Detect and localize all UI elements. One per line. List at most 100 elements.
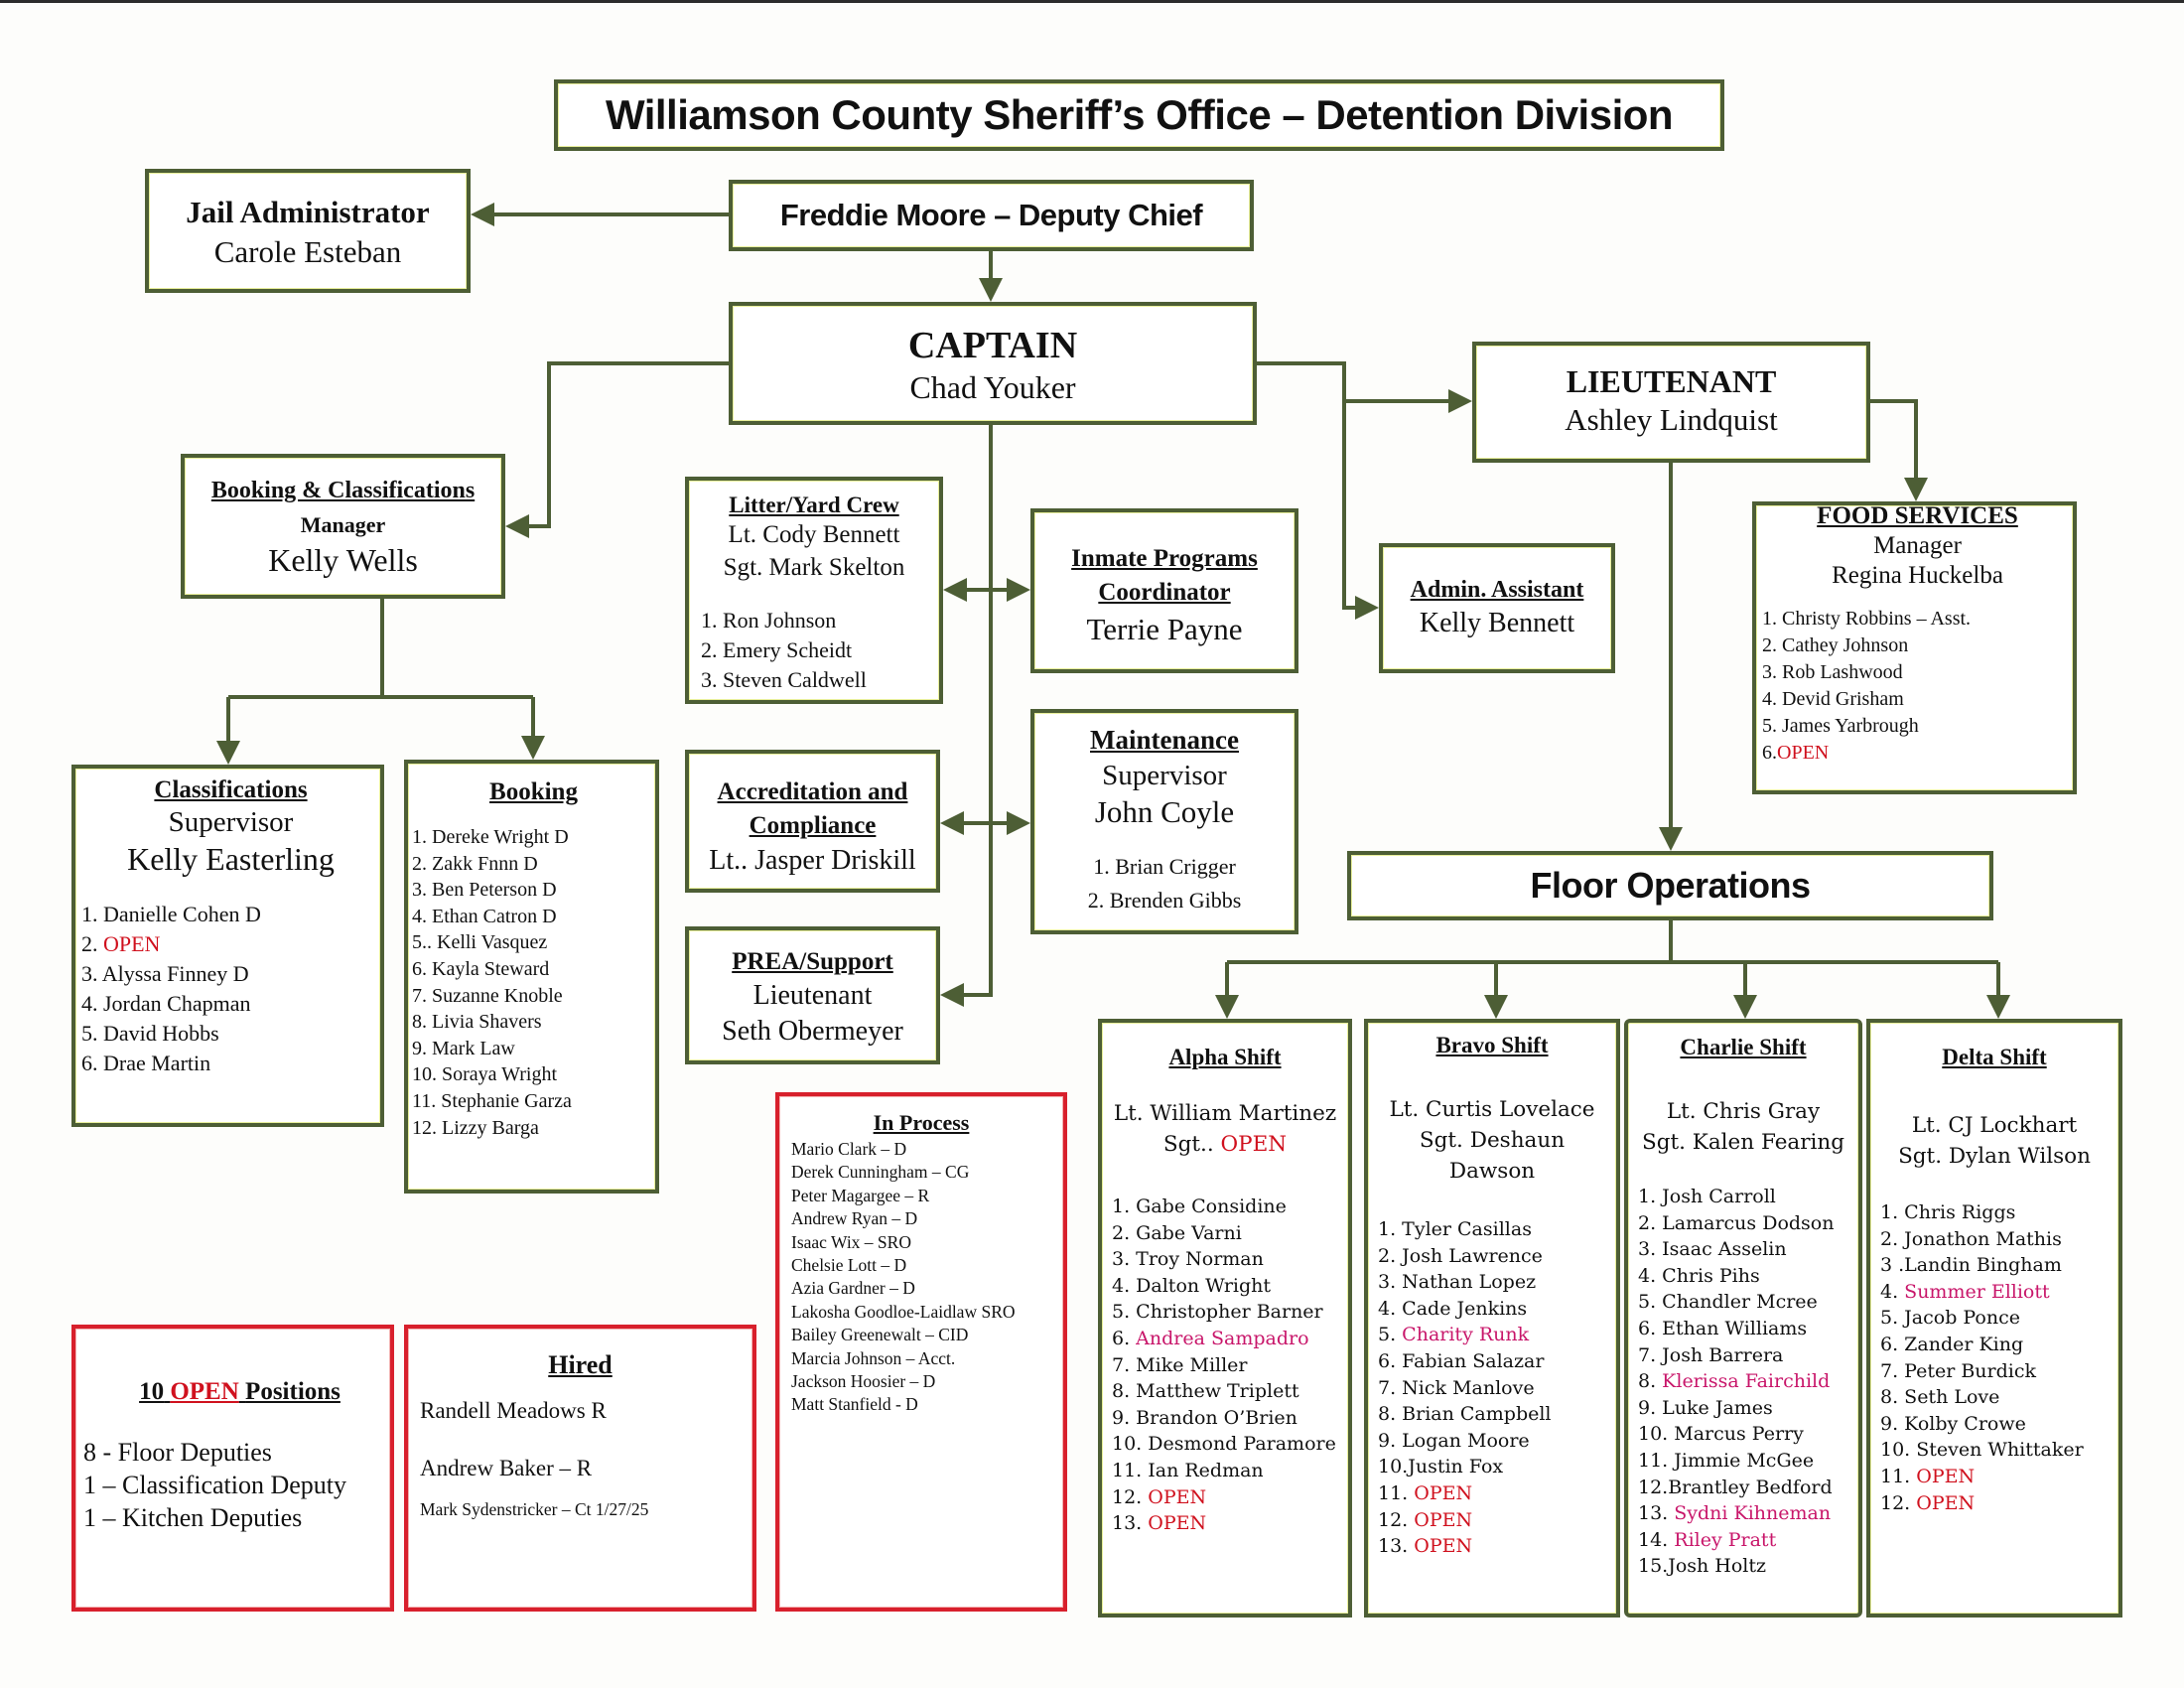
list-item-number: 12. [1378, 1508, 1415, 1531]
list-item-number: 6. [1378, 1349, 1403, 1372]
list-item: Isaac Wix – SRO [791, 1231, 911, 1252]
lieutenant-box: LIEUTENANT Ashley Lindquist [1472, 342, 1870, 463]
member-name: Chris Pihs [1662, 1264, 1760, 1287]
list-item: 1. Chris Riggs [1880, 1199, 2118, 1226]
list-item-number: 12. [1112, 1485, 1149, 1508]
list-item-number: 13. [1638, 1502, 1675, 1525]
member-name: Luke James [1662, 1396, 1773, 1419]
accreditation-title: Compliance [749, 812, 877, 839]
list-item: 12. OPEN [1880, 1490, 2118, 1517]
list-item: 1. Josh Carroll [1638, 1184, 1858, 1210]
jail-administrator-title: Jail Administrator [186, 195, 430, 229]
list-item-number: 6. [1112, 1327, 1137, 1349]
deputy-chief-label: Freddie Moore – Deputy Chief [779, 198, 1203, 232]
list-item-number: 11. [1638, 1449, 1675, 1472]
maintenance-title: Maintenance [1090, 725, 1239, 755]
member-name: Peter Burdick [1904, 1359, 2037, 1382]
list-item: 1 – Classification Deputy [83, 1471, 347, 1499]
list-item-number: 3. [81, 961, 102, 986]
member-name: Suzanne Knoble [432, 984, 563, 1007]
list-item: 9. Brandon O’Brien [1112, 1405, 1348, 1432]
member-name: Dereke Wright D [432, 826, 569, 848]
list-item: 1. Ron Johnson [701, 608, 837, 633]
list-item: 2. Emery Scheidt [701, 637, 853, 662]
list-item: 12. OPEN [1112, 1484, 1348, 1511]
list-item-number: 6. [1638, 1317, 1663, 1339]
list-item: 1. Tyler Casillas [1378, 1216, 1616, 1243]
open-position-label: OPEN [1148, 1485, 1207, 1508]
list-item: 8 - Floor Deputies [83, 1438, 272, 1467]
list-item-number: 4. [1762, 688, 1782, 710]
list-item: 6. Fabian Salazar [1378, 1348, 1616, 1375]
member-name: Fabian Salazar [1402, 1349, 1545, 1372]
member-name: Mike Miller [1136, 1353, 1248, 1376]
food-services-role: Manager [1873, 532, 1962, 559]
litter-yard-crew-members: 1. Ron Johnson 2. Emery Scheidt 3. Steve… [701, 606, 939, 695]
list-item: 11. Jimmie McGee [1638, 1448, 1858, 1475]
lieutenant-title: LIEUTENANT [1566, 363, 1777, 399]
member-name: Landin Bingham [1904, 1254, 2062, 1277]
list-item: 5. Chandler Mcree [1638, 1289, 1858, 1316]
member-name: Kayla Steward [432, 957, 550, 980]
list-item: 3. Alyssa Finney D [81, 959, 380, 989]
open-positions-list: 8 - Floor Deputies 1 – Classification De… [83, 1436, 390, 1534]
member-name: Ethan Williams [1662, 1317, 1808, 1339]
list-item-number: 1. [81, 902, 103, 926]
member-name: Lizzy Barga [442, 1116, 539, 1139]
list-item-number: 1. [1638, 1186, 1663, 1207]
list-item-number: 8. [412, 1011, 432, 1034]
list-item: 13. OPEN [1112, 1510, 1348, 1537]
list-item-number: 5. [81, 1021, 103, 1046]
list-item-number: 10. [1112, 1433, 1149, 1456]
list-item-number: 6. [81, 1051, 103, 1075]
member-name: Riley Pratt [1674, 1528, 1777, 1551]
member-name: Jimmie McGee [1674, 1449, 1815, 1472]
member-name: James Yarbrough [1782, 715, 1919, 737]
shift-title: Bravo Shift [1435, 1033, 1549, 1057]
list-item-number: 12. [412, 1116, 442, 1139]
member-name: Zakk Fnnn D [432, 852, 538, 875]
booking-title: Booking [489, 778, 578, 805]
member-name: Desmond Paramore [1148, 1433, 1336, 1456]
list-item-number: 4. [1378, 1297, 1403, 1320]
list-item-number: 1. [1378, 1218, 1403, 1240]
list-item: 2. Zakk Fnnn D [412, 851, 655, 878]
captain-title: CAPTAIN [907, 325, 1078, 366]
shift-sergeant-name: Dylan Wilson [1948, 1144, 2091, 1169]
shift-lieutenant: Lt. Curtis Lovelace [1389, 1097, 1595, 1122]
list-item-number: 5. [1638, 1291, 1663, 1314]
list-item: 2. Jonathon Mathis [1880, 1226, 2118, 1253]
connector-captain-trunk [940, 425, 993, 1007]
list-item: 10. Steven Whittaker [1880, 1437, 2118, 1464]
list-item: 1. Dereke Wright D [412, 824, 655, 851]
list-item-number: 8. [1638, 1370, 1663, 1393]
list-item: 3. Ben Peterson D [412, 877, 655, 904]
inmate-programs-box: Inmate Programs Coordinator Terrie Payne [1030, 508, 1298, 673]
list-item: 7. Mike Miller [1112, 1352, 1348, 1379]
jail-administrator-box: Jail Administrator Carole Esteban [145, 169, 471, 293]
open-positions-count: 10 [139, 1378, 165, 1405]
member-name: Mark Law [432, 1037, 515, 1059]
list-item: 4. Ethan Catron D [412, 904, 655, 930]
open-positions-open-word: OPEN [170, 1378, 239, 1405]
list-item-number: 13. [1112, 1512, 1149, 1535]
list-item-number: 8. [1112, 1380, 1137, 1403]
admin-assistant-name: Kelly Bennett [1419, 608, 1575, 638]
list-item: Jackson Hoosier – D [791, 1371, 936, 1392]
shift-sergeant-prefix: Sgt. [1898, 1144, 1949, 1169]
list-item: 4. Devid Grisham [1762, 686, 2073, 713]
list-item-number: 5.. [412, 931, 437, 954]
list-item: 10.Justin Fox [1378, 1454, 1616, 1480]
hired-box: Hired Randell Meadows R Andrew Baker – R… [404, 1325, 756, 1612]
list-item: 5. David Hobbs [81, 1019, 380, 1049]
member-name: David Hobbs [103, 1021, 219, 1046]
prea-support-box: PREA/Support Lieutenant Seth Obermeyer [685, 926, 940, 1064]
list-item: 7. Josh Barrera [1638, 1342, 1858, 1369]
shift-sergeant-prefix: Sgt. [1419, 1128, 1470, 1153]
list-item: 7. Nick Manlove [1378, 1375, 1616, 1402]
